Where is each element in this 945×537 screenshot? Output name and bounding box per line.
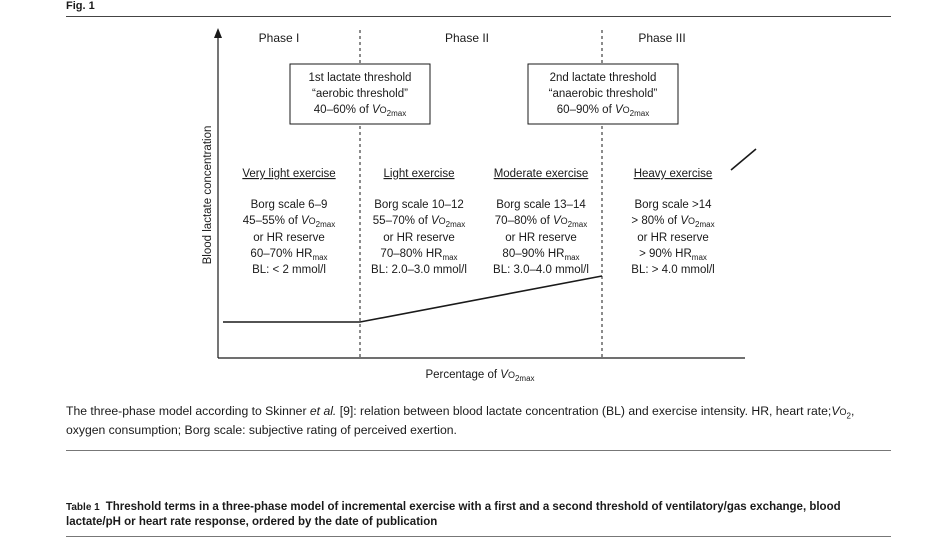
- zone-3-hr-reserve: or HR reserve: [505, 232, 577, 244]
- zone-2-bl: BL: 2.0–3.0 mmol/l: [371, 264, 467, 276]
- zone-4-bl: BL: > 4.0 mmol/l: [631, 264, 714, 276]
- zone-light: Light exercise Borg scale 10–12 55–70% o…: [371, 168, 467, 276]
- figure-caption: The three-phase model according to Skinn…: [66, 404, 855, 438]
- zone-2-hrmax: 70–80% HRmax: [380, 248, 457, 262]
- threshold-2-subtitle: “anaerobic threshold”: [549, 88, 658, 100]
- threshold-box-1: [289, 63, 431, 125]
- y-axis-arrow: [214, 28, 222, 38]
- x-axis-label: Percentage of VO2max: [425, 369, 534, 383]
- threshold-2-title: 2nd lactate threshold: [550, 72, 657, 84]
- zone-2-borg: Borg scale 10–12: [374, 199, 464, 211]
- top-rule: [66, 16, 891, 17]
- threshold-1-subtitle: “aerobic threshold”: [312, 88, 408, 100]
- zone-4-hr-reserve: or HR reserve: [637, 232, 709, 244]
- figure-label: Fig. 1: [66, 0, 95, 12]
- zone-3-bl: BL: 3.0–4.0 mmol/l: [493, 264, 589, 276]
- threshold-box-2: [527, 63, 679, 125]
- zone-2-hr-reserve: or HR reserve: [383, 232, 455, 244]
- zone-heavy: Heavy exercise Borg scale >14 > 80% of V…: [631, 168, 714, 276]
- zone-2-title: Light exercise: [384, 168, 455, 180]
- zone-1-vo2: 45–55% of VO2max: [243, 215, 335, 229]
- zone-very-light: Very light exercise Borg scale 6–9 45–55…: [242, 168, 335, 276]
- three-phase-diagram: Phase I Phase II Phase III 1st lactate t…: [202, 28, 757, 383]
- y-axis-label: Blood lactate concentration: [202, 126, 214, 265]
- zone-1-hr-reserve: or HR reserve: [253, 232, 325, 244]
- zone-1-hrmax: 60–70% HRmax: [250, 248, 327, 262]
- zone-4-vo2: > 80% of VO2max: [631, 215, 714, 229]
- threshold-1-title: 1st lactate threshold: [309, 72, 412, 84]
- zone-4-borg: Borg scale >14: [634, 199, 712, 211]
- caption-rule: [66, 450, 891, 451]
- lactate-curve-steep: [730, 148, 757, 171]
- zone-3-borg: Borg scale 13–14: [496, 199, 586, 211]
- threshold-1-range: 40–60% of VO2max: [314, 104, 406, 118]
- zone-1-borg: Borg scale 6–9: [251, 199, 328, 211]
- zone-2-vo2: 55–70% of VO2max: [373, 215, 465, 229]
- zone-4-title: Heavy exercise: [634, 168, 713, 180]
- zone-moderate: Moderate exercise Borg scale 13–14 70–80…: [493, 168, 589, 276]
- phase-label-1: Phase I: [259, 31, 300, 45]
- zone-1-bl: BL: < 2 mmol/l: [252, 264, 326, 276]
- threshold-2-range: 60–90% of VO2max: [557, 104, 649, 118]
- zone-3-vo2: 70–80% of VO2max: [495, 215, 587, 229]
- table-caption-text: Threshold terms in a three-phase model o…: [66, 501, 841, 528]
- zone-3-hrmax: 80–90% HRmax: [502, 248, 579, 262]
- zone-3-title: Moderate exercise: [494, 168, 589, 180]
- phase-label-2: Phase II: [445, 31, 489, 45]
- zone-4-hrmax: > 90% HRmax: [639, 248, 707, 262]
- lactate-curve: [223, 275, 603, 323]
- phase-label-3: Phase III: [638, 31, 685, 45]
- table-label: Table 1: [66, 502, 100, 513]
- zone-1-title: Very light exercise: [242, 168, 335, 180]
